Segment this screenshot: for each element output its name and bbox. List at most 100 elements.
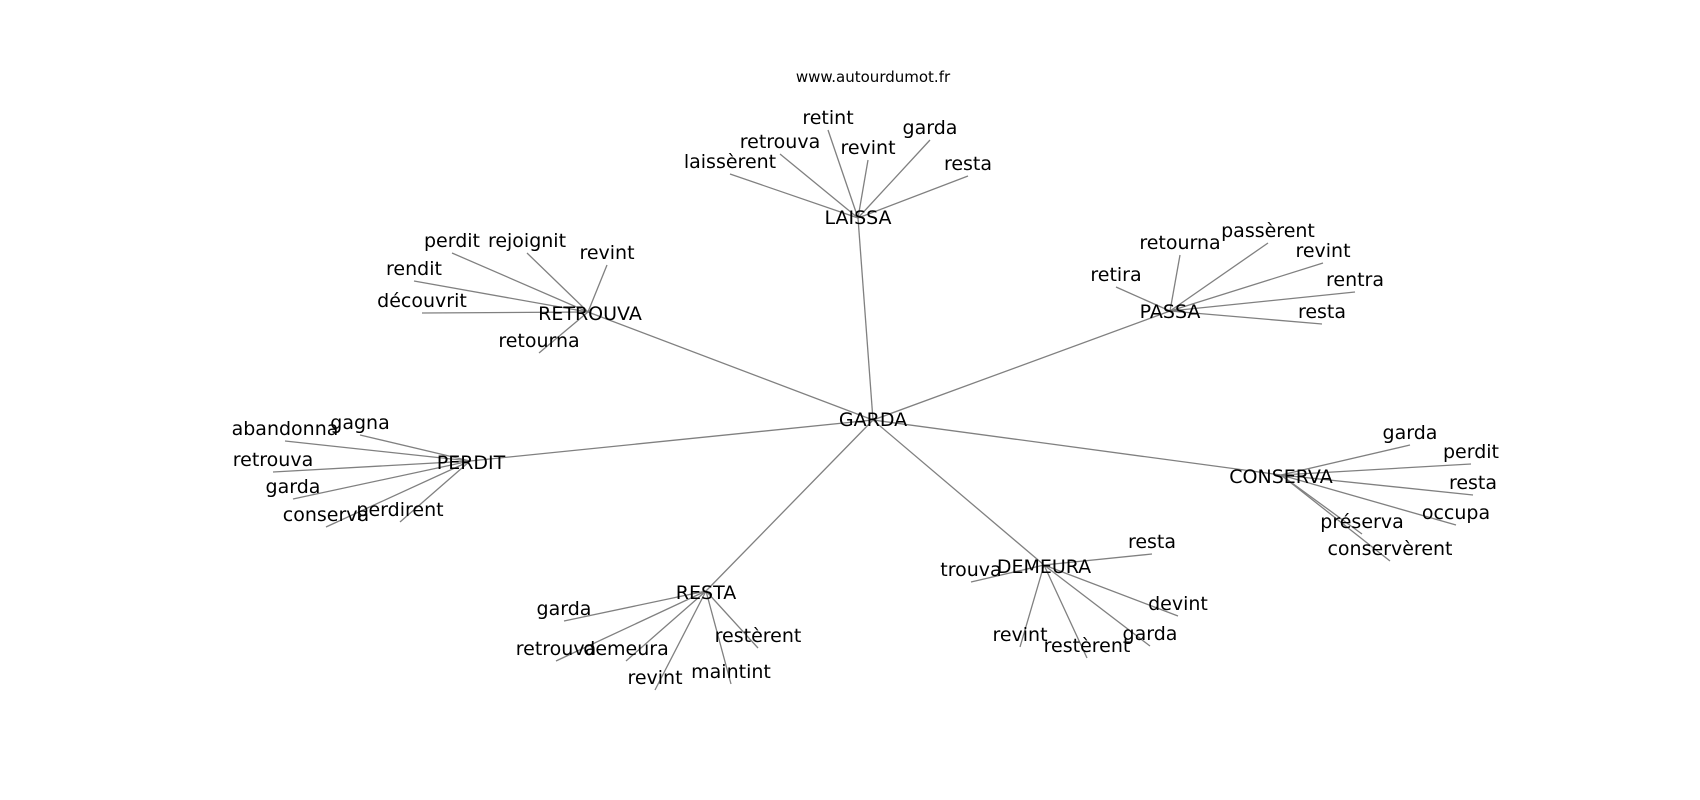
center-node[interactable]: GARDA [839, 409, 907, 431]
leaf-word-demeura-2[interactable]: devint [1148, 593, 1208, 615]
edge-passa-2 [1169, 262, 1324, 312]
edge-retrouva-2 [587, 264, 608, 313]
edge-demeura-3 [1043, 564, 1151, 647]
leaf-word-perdit-5[interactable]: conserva [283, 504, 369, 526]
edge-retrouva-3 [413, 280, 589, 313]
edge-conserva-0 [1280, 444, 1411, 476]
edge-laissa-5 [857, 175, 969, 219]
leaf-word-resta-3[interactable]: restèrent [715, 625, 802, 647]
leaf-word-resta-0[interactable]: garda [537, 598, 592, 620]
edge-center-demeura [872, 419, 1045, 566]
edge-laissa-3 [857, 139, 931, 219]
node-passa[interactable]: PASSA [1140, 301, 1201, 323]
node-resta[interactable]: RESTA [676, 582, 736, 604]
edge-conserva-1 [1280, 463, 1472, 476]
node-perdit[interactable]: PERDIT [437, 452, 506, 474]
leaf-word-passa-4[interactable]: rentra [1326, 269, 1384, 291]
leaf-word-conserva-4[interactable]: préserva [1320, 511, 1403, 533]
edge-demeura-2 [1043, 564, 1179, 617]
edge-perdit-0 [359, 434, 471, 462]
node-conserva[interactable]: CONSERVA [1229, 466, 1332, 488]
leaf-word-demeura-4[interactable]: revint [992, 624, 1047, 646]
edge-resta-0 [563, 590, 707, 622]
edge-center-resta [705, 419, 874, 592]
leaf-word-passa-3[interactable]: retira [1090, 264, 1141, 286]
edge-demeura-1 [970, 564, 1045, 583]
leaf-word-conserva-0[interactable]: garda [1383, 422, 1438, 444]
edge-retrouva-5 [538, 311, 589, 354]
leaf-word-passa-2[interactable]: revint [1295, 240, 1350, 262]
edge-passa-0 [1169, 254, 1181, 312]
leaf-word-retrouva-1[interactable]: rejoignit [488, 230, 566, 252]
edges-layer [272, 129, 1474, 691]
leaf-word-conserva-5[interactable]: conservèrent [1327, 538, 1452, 560]
edge-conserva-5 [1280, 474, 1391, 562]
edge-center-perdit [469, 419, 874, 462]
edge-conserva-2 [1280, 474, 1474, 496]
leaf-word-laissa-4[interactable]: laissèrent [684, 151, 776, 173]
site-url: www.autourdumot.fr [796, 68, 951, 86]
leaf-word-demeura-5[interactable]: restèrent [1044, 635, 1131, 657]
edge-center-passa [872, 310, 1171, 421]
edge-perdit-4 [399, 460, 471, 523]
edge-perdit-3 [292, 460, 471, 500]
leaf-word-resta-5[interactable]: revint [627, 667, 682, 689]
node-demeura[interactable]: DEMEURA [997, 556, 1091, 578]
edge-demeura-0 [1043, 553, 1153, 566]
leaf-word-perdit-3[interactable]: garda [266, 476, 321, 498]
edge-center-laissa [857, 217, 874, 421]
leaf-word-retrouva-5[interactable]: retourna [498, 330, 579, 352]
leaf-word-perdit-4[interactable]: perdirent [356, 499, 443, 521]
edge-resta-5 [654, 590, 707, 691]
edge-retrouva-1 [526, 252, 589, 313]
node-retrouva[interactable]: RETROUVA [538, 303, 642, 325]
edge-center-conserva [872, 419, 1282, 476]
leaf-word-laissa-0[interactable]: retint [802, 107, 853, 129]
edge-resta-3 [705, 590, 759, 649]
leaf-word-laissa-1[interactable]: retrouva [740, 131, 820, 153]
leaf-word-retrouva-4[interactable]: découvrit [377, 290, 467, 312]
edge-laissa-1 [779, 153, 859, 219]
edge-retrouva-4 [421, 311, 589, 314]
leaf-word-retrouva-3[interactable]: rendit [386, 258, 442, 280]
edge-demeura-5 [1043, 564, 1088, 659]
leaf-word-laissa-5[interactable]: resta [944, 153, 992, 175]
edge-demeura-4 [1019, 564, 1045, 648]
edge-passa-5 [1169, 310, 1323, 325]
leaf-word-perdit-0[interactable]: gagna [330, 412, 389, 434]
leaf-word-perdit-1[interactable]: abandonna [232, 418, 339, 440]
leaf-word-conserva-1[interactable]: perdit [1443, 441, 1499, 463]
edge-perdit-5 [325, 460, 471, 528]
edge-retrouva-0 [451, 252, 589, 313]
edge-resta-1 [555, 590, 707, 662]
edge-resta-2 [625, 590, 707, 662]
edge-laissa-0 [827, 129, 859, 219]
leaf-word-conserva-3[interactable]: occupa [1422, 502, 1490, 524]
leaf-word-resta-2[interactable]: demeura [583, 638, 668, 660]
leaf-word-retrouva-2[interactable]: revint [579, 242, 634, 264]
node-laissa[interactable]: LAISSA [824, 207, 891, 229]
leaf-word-demeura-3[interactable]: garda [1123, 623, 1178, 645]
leaf-word-laissa-2[interactable]: revint [840, 137, 895, 159]
leaf-word-perdit-2[interactable]: retrouva [233, 449, 313, 471]
edge-center-retrouva [587, 311, 874, 421]
leaf-word-conserva-2[interactable]: resta [1449, 472, 1497, 494]
edge-laissa-4 [729, 173, 859, 219]
edge-perdit-2 [272, 460, 471, 473]
leaf-word-resta-1[interactable]: retrouva [516, 638, 596, 660]
edge-conserva-3 [1280, 474, 1457, 526]
leaf-word-passa-0[interactable]: retourna [1139, 232, 1220, 254]
edge-perdit-1 [284, 440, 471, 462]
leaf-word-passa-1[interactable]: passèrent [1221, 220, 1315, 242]
edge-passa-4 [1169, 291, 1356, 312]
edge-passa-1 [1169, 242, 1269, 312]
leaf-word-resta-4[interactable]: maintint [691, 661, 771, 683]
leaf-word-demeura-0[interactable]: resta [1128, 531, 1176, 553]
leaf-word-retrouva-0[interactable]: perdit [424, 230, 480, 252]
leaf-word-passa-5[interactable]: resta [1298, 301, 1346, 323]
leaf-word-demeura-1[interactable]: trouva [940, 559, 1001, 581]
edge-passa-3 [1115, 286, 1171, 312]
leaf-word-laissa-3[interactable]: garda [903, 117, 958, 139]
